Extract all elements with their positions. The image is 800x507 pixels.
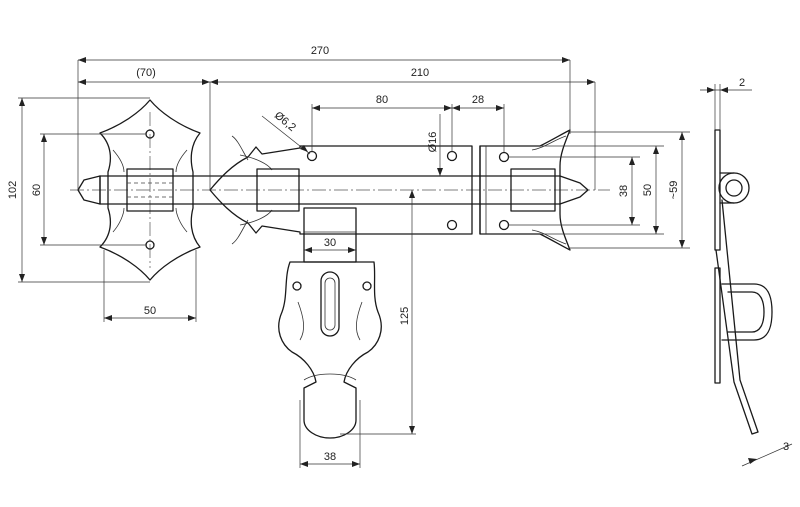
dim-label-270: 270 <box>311 45 329 57</box>
dim-left-plate-height: 102 <box>7 97 150 283</box>
dim-label-59: ~59 <box>668 181 680 200</box>
bolt-rod <box>77 175 589 205</box>
keeper-sleeve <box>510 168 556 212</box>
handle-hole-right <box>362 281 372 291</box>
dim-label-38-keeper: 38 <box>618 185 630 197</box>
dim-label-60: 60 <box>31 184 43 196</box>
dim-label-28: 28 <box>472 94 484 106</box>
dim-left-plate-width: 50 <box>103 250 197 322</box>
keeper-hole-upper <box>498 151 510 163</box>
handle-slot <box>320 271 340 337</box>
dim-handle-width: 30 <box>304 237 356 253</box>
dim-handle-length: 125 <box>340 190 416 435</box>
dim-handle-thickness: 3 <box>741 441 793 467</box>
dim-hole-spacing: 80 28 <box>311 94 505 152</box>
dim-label-125: 125 <box>399 307 411 325</box>
keeper-plate <box>479 129 571 251</box>
keeper-hole-lower <box>498 219 510 231</box>
dim-label-50-keeper: 50 <box>642 184 654 196</box>
left-guide-sleeve <box>126 168 174 212</box>
dim-label-d62: Ø6,2 <box>272 109 298 134</box>
handle <box>278 207 382 439</box>
dim-label-210: 210 <box>411 67 429 79</box>
dim-label-80: 80 <box>376 94 388 106</box>
dim-label-d16: Ø16 <box>427 132 439 153</box>
body-hole-right-upper <box>446 150 458 162</box>
side-view <box>714 129 773 435</box>
dim-handle-tip-width: 38 <box>299 400 361 468</box>
dim-label-102: 102 <box>7 181 19 199</box>
dim-label-30: 30 <box>324 237 336 249</box>
left-mount-plate <box>99 99 201 281</box>
dim-offset-and-bolt: (70) 210 <box>78 67 596 190</box>
dim-bolt-diameter: Ø16 <box>427 114 443 176</box>
dim-left-hole-spacing: 60 <box>31 133 146 246</box>
dim-side-thickness: 2 <box>700 77 752 130</box>
body-hole-right-lower <box>446 219 458 231</box>
dim-keeper-heights: 38 50 ~59 <box>508 131 690 249</box>
handle-hole-left <box>292 281 302 291</box>
dim-label-50-left: 50 <box>144 305 156 317</box>
dim-label-2: 2 <box>739 77 745 89</box>
middle-guide-sleeve <box>256 168 300 212</box>
dim-label-70: (70) <box>136 67 156 79</box>
dim-label-38-handle: 38 <box>324 451 336 463</box>
dim-overall-length: 270 <box>77 45 571 190</box>
dim-hole-diameter: Ø6,2 <box>261 109 311 155</box>
dim-label-3: 3 <box>783 441 789 453</box>
